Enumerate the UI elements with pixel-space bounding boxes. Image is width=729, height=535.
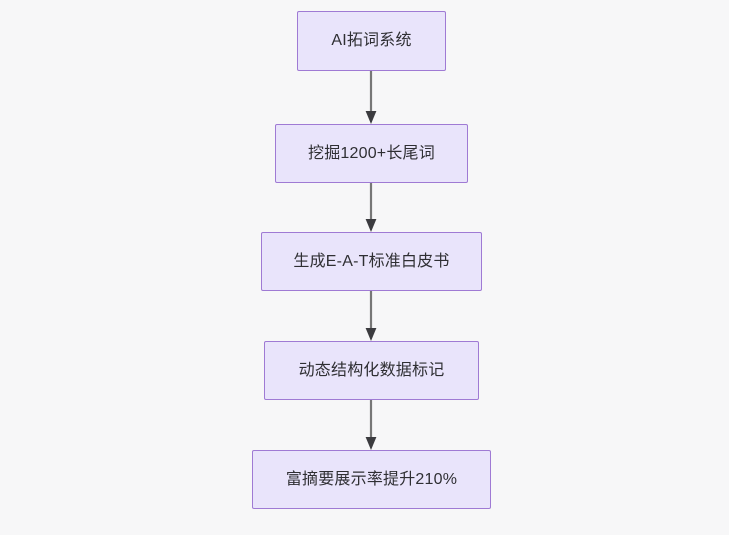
flow-node-ai-keyword-system[interactable]: AI拓词系统	[297, 11, 446, 71]
flow-node-rich-snippet-uplift[interactable]: 富摘要展示率提升210%	[252, 450, 491, 509]
flow-node-dynamic-structured-data-markup[interactable]: 动态结构化数据标记	[264, 341, 479, 400]
edge-n3-to-n4	[363, 291, 379, 341]
edge-n4-to-n5	[363, 400, 379, 450]
flow-node-label: 生成E-A-T标准白皮书	[293, 252, 450, 270]
flow-node-label: AI拓词系统	[331, 32, 412, 49]
flow-node-label: 挖掘1200+长尾词	[308, 144, 435, 162]
flow-node-label: 富摘要展示率提升210%	[285, 470, 458, 488]
flow-node-label: 动态结构化数据标记	[298, 361, 445, 379]
flow-node-mine-longtail-keywords[interactable]: 挖掘1200+长尾词	[275, 124, 468, 183]
edge-n2-to-n3	[363, 183, 379, 232]
edge-n1-to-n2	[363, 71, 379, 124]
flow-node-generate-eat-whitepaper[interactable]: 生成E-A-T标准白皮书	[261, 232, 482, 291]
